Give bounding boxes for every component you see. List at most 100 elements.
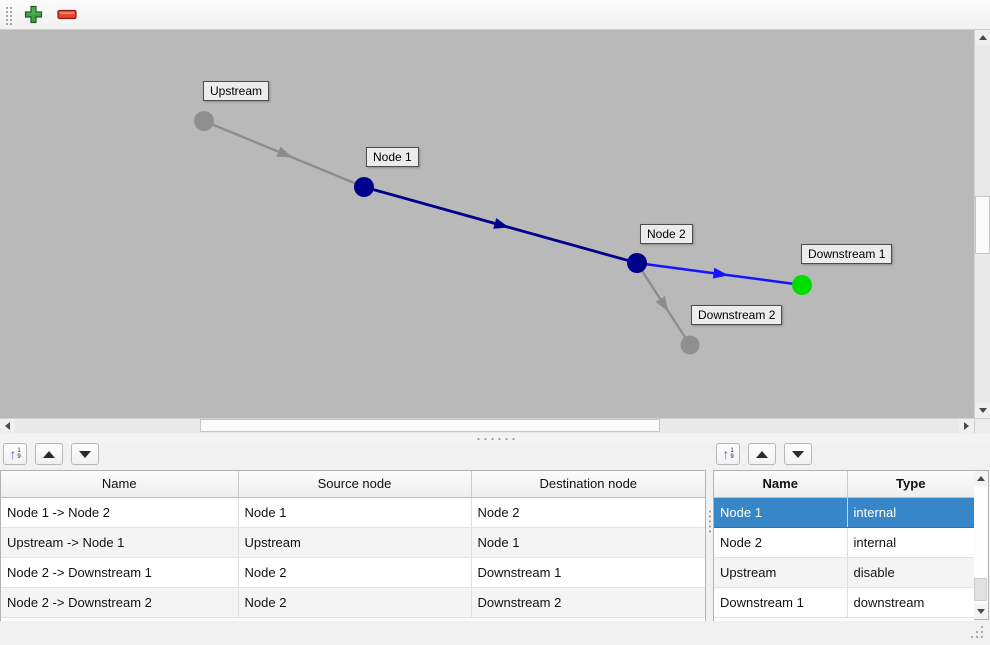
vertical-scroll-thumb[interactable] [975, 196, 990, 254]
table-cell[interactable]: Node 1 -> Node 2 [1, 497, 239, 528]
column-header[interactable]: Name [714, 471, 848, 498]
graph-node[interactable] [194, 111, 214, 131]
arrow-down-icon [978, 408, 987, 413]
table-cell[interactable]: Downstream 2 [471, 587, 705, 618]
table-scroll-track[interactable] [974, 486, 988, 604]
table-cell[interactable]: Node 2 [238, 587, 472, 618]
table-cell[interactable]: Node 2 [714, 527, 848, 558]
resize-grip-icon[interactable] [971, 626, 985, 640]
add-icon [24, 5, 42, 24]
splitter-grip-icon [475, 437, 515, 441]
panel-splitter[interactable] [706, 443, 713, 621]
table-cell[interactable]: Node 1 [238, 497, 472, 528]
scrollbar-corner [974, 418, 990, 433]
table-cell[interactable]: Upstream [238, 527, 472, 558]
table-cell[interactable]: Node 1 [471, 527, 705, 558]
arrow-up-icon [978, 35, 987, 40]
column-header[interactable]: Source node [238, 471, 472, 498]
graph-node[interactable] [627, 253, 647, 273]
move-down-button[interactable] [784, 443, 812, 465]
graph-node[interactable] [354, 177, 374, 197]
scroll-up-button[interactable] [974, 471, 988, 486]
triangle-down-icon [79, 450, 91, 458]
scroll-left-button[interactable] [0, 419, 15, 433]
table-cell[interactable]: Upstream -> Node 1 [1, 527, 239, 558]
scroll-right-button[interactable] [959, 419, 974, 433]
scroll-up-button[interactable] [975, 30, 990, 45]
splitter-grip-icon [708, 509, 712, 535]
table-cell[interactable]: Node 2 [471, 497, 705, 528]
graph-node[interactable] [680, 335, 700, 355]
nodes-table-scrollbar[interactable] [974, 470, 989, 620]
column-header[interactable]: Name [1, 471, 239, 498]
arrow-up-icon [977, 476, 985, 481]
scroll-down-button[interactable] [974, 604, 988, 619]
table-cell[interactable]: Upstream [714, 557, 848, 588]
table-cell[interactable]: disable [847, 557, 974, 588]
node-label[interactable]: Downstream 1 [801, 244, 893, 264]
remove-icon [57, 9, 77, 19]
horizontal-scroll-thumb[interactable] [200, 419, 660, 432]
edge-arrow-icon [655, 295, 669, 312]
move-up-button[interactable] [748, 443, 776, 465]
triangle-up-icon [43, 450, 55, 458]
remove-button[interactable] [52, 2, 82, 28]
table-cell[interactable]: internal [847, 527, 974, 558]
graph-svg [194, 111, 812, 355]
column-header[interactable]: Type [847, 471, 974, 498]
move-down-button[interactable] [71, 443, 99, 465]
canvas-horizontal-scrollbar[interactable] [0, 418, 974, 433]
table-cell[interactable]: Node 1 [714, 497, 848, 528]
table-cell[interactable]: Node 2 -> Downstream 2 [1, 587, 239, 618]
node-label[interactable]: Downstream 2 [691, 305, 783, 325]
table-cell[interactable]: Node 2 [238, 557, 472, 588]
table-cell[interactable]: Downstream 1 [471, 557, 705, 588]
scroll-down-button[interactable] [975, 403, 990, 418]
column-header[interactable]: Destination node [471, 471, 705, 498]
graph-node[interactable] [792, 275, 812, 295]
table-cell[interactable]: downstream [847, 587, 974, 618]
node-label[interactable]: Node 1 [366, 147, 419, 167]
horizontal-scroll-track[interactable] [15, 419, 959, 433]
table-cell[interactable]: Node 2 -> Downstream 1 [1, 557, 239, 588]
arrow-left-icon [5, 422, 10, 430]
edge-arrow-icon [276, 146, 293, 158]
empty-row [1, 617, 705, 622]
node-label[interactable]: Upstream [203, 81, 270, 101]
table-cell[interactable]: Downstream 1 [714, 587, 848, 618]
add-button[interactable] [18, 2, 48, 28]
table-scroll-thumb[interactable] [974, 578, 987, 601]
horizontal-splitter[interactable] [0, 434, 990, 443]
node-label[interactable]: Node 2 [640, 224, 693, 244]
empty-row [714, 617, 974, 622]
move-up-button[interactable] [35, 443, 63, 465]
arrow-right-icon [964, 422, 969, 430]
canvas-vertical-scrollbar[interactable] [974, 30, 990, 418]
table-cell[interactable]: internal [847, 497, 974, 528]
toolbar-drag-handle[interactable] [4, 4, 12, 25]
vertical-scroll-track[interactable] [975, 45, 990, 403]
edge-arrow-icon [493, 218, 510, 229]
